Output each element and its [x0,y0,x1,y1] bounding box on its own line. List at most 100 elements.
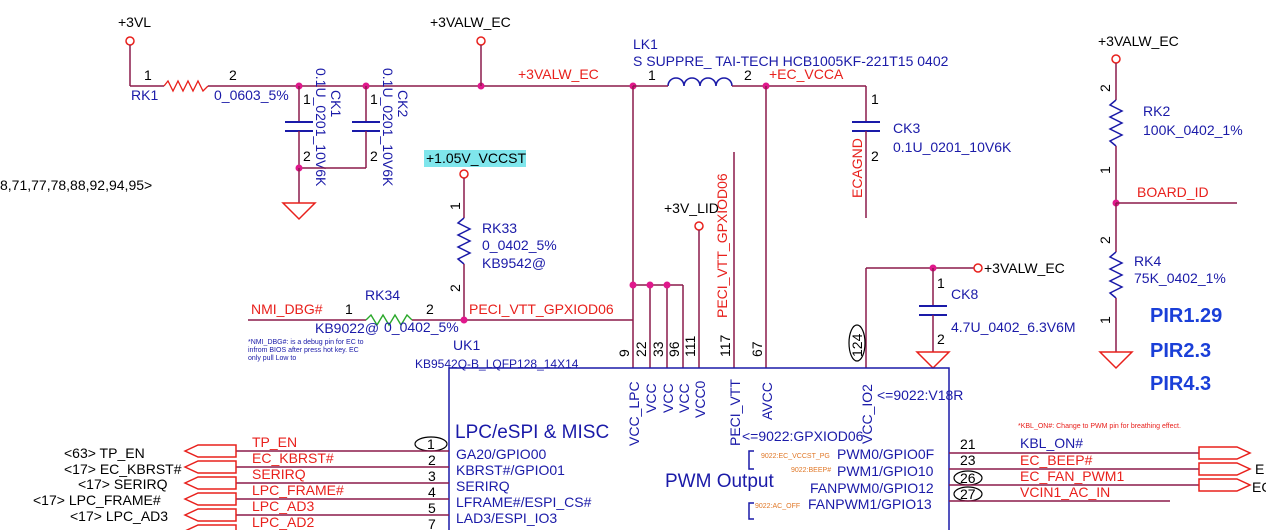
svg-text:2: 2 [744,67,752,83]
capacitor-ck1: 1 2 CK1 0.1U_0201_10V6K [285,68,344,187]
svg-text:1: 1 [447,202,463,210]
svg-text:67: 67 [749,341,765,357]
svg-text:5: 5 [428,500,436,516]
svg-text:0_0603_5%: 0_0603_5% [214,87,289,103]
svg-text:LFRAME#/ESPI_CS#: LFRAME#/ESPI_CS# [456,494,592,510]
svg-text:CK1: CK1 [328,90,344,117]
right-pin-row: FANPWM1/GPIO13 9022:AC_OFF 27 VCIN1_AC_I… [755,484,1170,512]
svg-text:1: 1 [370,91,378,107]
svg-text:+3VALW_EC: +3VALW_EC [1098,33,1179,49]
left-pin-row: 2 GA20/GPIO00 EC_KBRST# <17> EC_KBRST# [64,446,546,477]
svg-text:2: 2 [428,452,436,468]
svg-text:RK34: RK34 [365,287,400,303]
svg-text:0_0402_5%: 0_0402_5% [384,319,459,335]
svg-text:1: 1 [303,91,311,107]
chip-reference: UK1 KB9542Q-B_LQFP128_14X14 [415,337,579,371]
svg-text:LK1: LK1 [633,36,658,52]
svg-text:EC_FAN_PWM1: EC_FAN_PWM1 [1020,468,1124,484]
svg-text:PECI_VTT: PECI_VTT [727,379,743,446]
left-pin-row: 3 KBRST#/GPIO01 SERIRQ <17> SERIRQ [78,462,565,492]
svg-text:2: 2 [1097,84,1113,92]
svg-text:9022:EC_VCCST_PG: 9022:EC_VCCST_PG [761,453,830,460]
resistor-rk33: 1 2 RK33 0_0402_5% KB9542@ [447,202,557,320]
svg-text:*NMI_DBG#: is a debug pin for: *NMI_DBG#: is a debug pin for EC to [248,339,364,346]
svg-text:111: 111 [682,336,698,357]
net-label-ec-vcca: +EC_VCCA [769,66,844,82]
nmi-note: *NMI_DBG#: is a debug pin for EC to infr… [248,339,364,362]
svg-text:VCIN1_AC_IN: VCIN1_AC_IN [1020,484,1110,500]
svg-text:4: 4 [428,484,436,500]
svg-text:VCC: VCC [643,383,659,413]
svg-text:<17> LPC_AD3: <17> LPC_AD3 [70,508,168,524]
svg-text:1: 1 [144,67,152,83]
svg-text:LPC_AD3: LPC_AD3 [252,498,314,514]
svg-text:PWM0/GPIO0F: PWM0/GPIO0F [837,446,934,462]
svg-text:27: 27 [960,486,976,502]
svg-text:100K_0402_1%: 100K_0402_1% [1143,122,1243,138]
section-lpc-espi: LPC/eSPI & MISC [455,422,609,443]
svg-text:2: 2 [229,67,237,83]
svg-text:2: 2 [1097,236,1113,244]
svg-text:SERIRQ: SERIRQ [252,466,306,482]
svg-text:1: 1 [1097,316,1113,324]
svg-text:VCC0: VCC0 [692,380,708,418]
svg-text:NMI_DBG#: NMI_DBG# [251,301,323,317]
capacitor-ck2: 1 2 CK2 0.1U_0201_10V6K [352,68,411,187]
svg-text:1: 1 [427,436,435,452]
net-nmi-dbg: NMI_DBG# [248,301,366,321]
right-pin-row: PWM1/GPIO10 9022:BEEP# 23 EC_BEEP# [791,452,1252,479]
svg-text:<17> LPC_FRAME#: <17> LPC_FRAME# [33,492,161,508]
ground-symbol [915,351,951,370]
svg-text:AVCC: AVCC [759,382,775,420]
right-pin-row: FANPWM0/GPIO12 26 EC_FAN_PWM1 E EC [810,461,1266,496]
svg-text:+3VALW_EC: +3VALW_EC [430,14,511,30]
pir-labels: PIR1.29 PIR2.3 PIR4.3 [1150,305,1222,395]
left-pin-row: 4 SERIRQ LPC_FRAME# <17> LPC_FRAME# [33,478,510,508]
svg-text:GA20/GPIO00: GA20/GPIO00 [456,446,546,462]
svg-text:124: 124 [849,333,865,357]
svg-text:only pull Low to: only pull Low to [248,355,296,362]
svg-text:KB9542@: KB9542@ [482,255,546,271]
capacitor-ck3: 1 2 CK3 0.1U_0201_10V6K ECAGND [849,86,1012,218]
resistor-rk2: 2 1 RK2 100K_0402_1% [1097,84,1243,203]
svg-text:EC: EC [1252,479,1266,495]
resistor-rk4: 2 1 RK4 75K_0402_1% [1097,203,1226,352]
net-3valw-ec-top: +3VALW_EC [430,14,511,86]
svg-text:PIR2.3: PIR2.3 [1150,340,1211,362]
svg-text:E: E [1255,461,1264,477]
svg-text:21: 21 [960,436,976,452]
svg-text:KBL_ON#: KBL_ON# [1020,435,1083,451]
svg-text:9: 9 [616,349,632,357]
resistor-rk1: 1 2 RK1 0_0603_5% [130,67,289,103]
svg-text:CK8: CK8 [951,286,978,302]
svg-text:0.1U_0201_10V6K: 0.1U_0201_10V6K [380,68,396,187]
svg-text:RK1: RK1 [131,87,158,103]
resistor-rk34: 1 2 RK34 KB9022@ 0_0402_5% [315,287,633,336]
svg-text:+3VL: +3VL [118,14,151,30]
svg-text:VCC_LPC: VCC_LPC [626,381,642,446]
svg-text:1: 1 [871,91,879,107]
net-3valw-ec-right: +3VALW_EC [1098,33,1179,100]
kbl-note: *KBL_ON#: Change to PWM pin for breathin… [1018,423,1181,430]
ground-symbol [1098,351,1134,370]
svg-text:23: 23 [960,452,976,468]
power-pin-numbers: 9 22 33 96 111 117 67 124 [616,324,866,362]
ground-symbol [281,202,317,221]
net-1p05v-vccst: +1.05V_VCCST [424,150,526,218]
svg-text:RK4: RK4 [1134,253,1161,269]
net-label-peci-vtt-vertical: PECI_VTT_GPXIOD06 [714,173,730,318]
offpage-refs: 8,71,77,78,88,92,94,95> [0,177,152,193]
svg-text:LPC_FRAME#: LPC_FRAME# [252,482,344,498]
svg-text:RK33: RK33 [482,220,517,236]
svg-text:FANPWM0/GPIO12: FANPWM0/GPIO12 [810,480,934,496]
svg-text:2: 2 [370,148,378,164]
svg-text:VCC: VCC [660,383,676,413]
svg-text:2: 2 [426,301,434,317]
svg-text:3: 3 [428,468,436,484]
svg-text:S SUPPRE_ TAI-TECH HCB1005KF-2: S SUPPRE_ TAI-TECH HCB1005KF-221T15 0402 [633,53,949,69]
svg-text:1: 1 [937,275,945,291]
svg-text:infrom BIOS after press hot ke: infrom BIOS after press hot key. EC [248,347,359,354]
svg-text:ECAGND: ECAGND [849,138,865,198]
inductor-lk1: LK1 S SUPPRE_ TAI-TECH HCB1005KF-221T15 … [633,36,949,87]
